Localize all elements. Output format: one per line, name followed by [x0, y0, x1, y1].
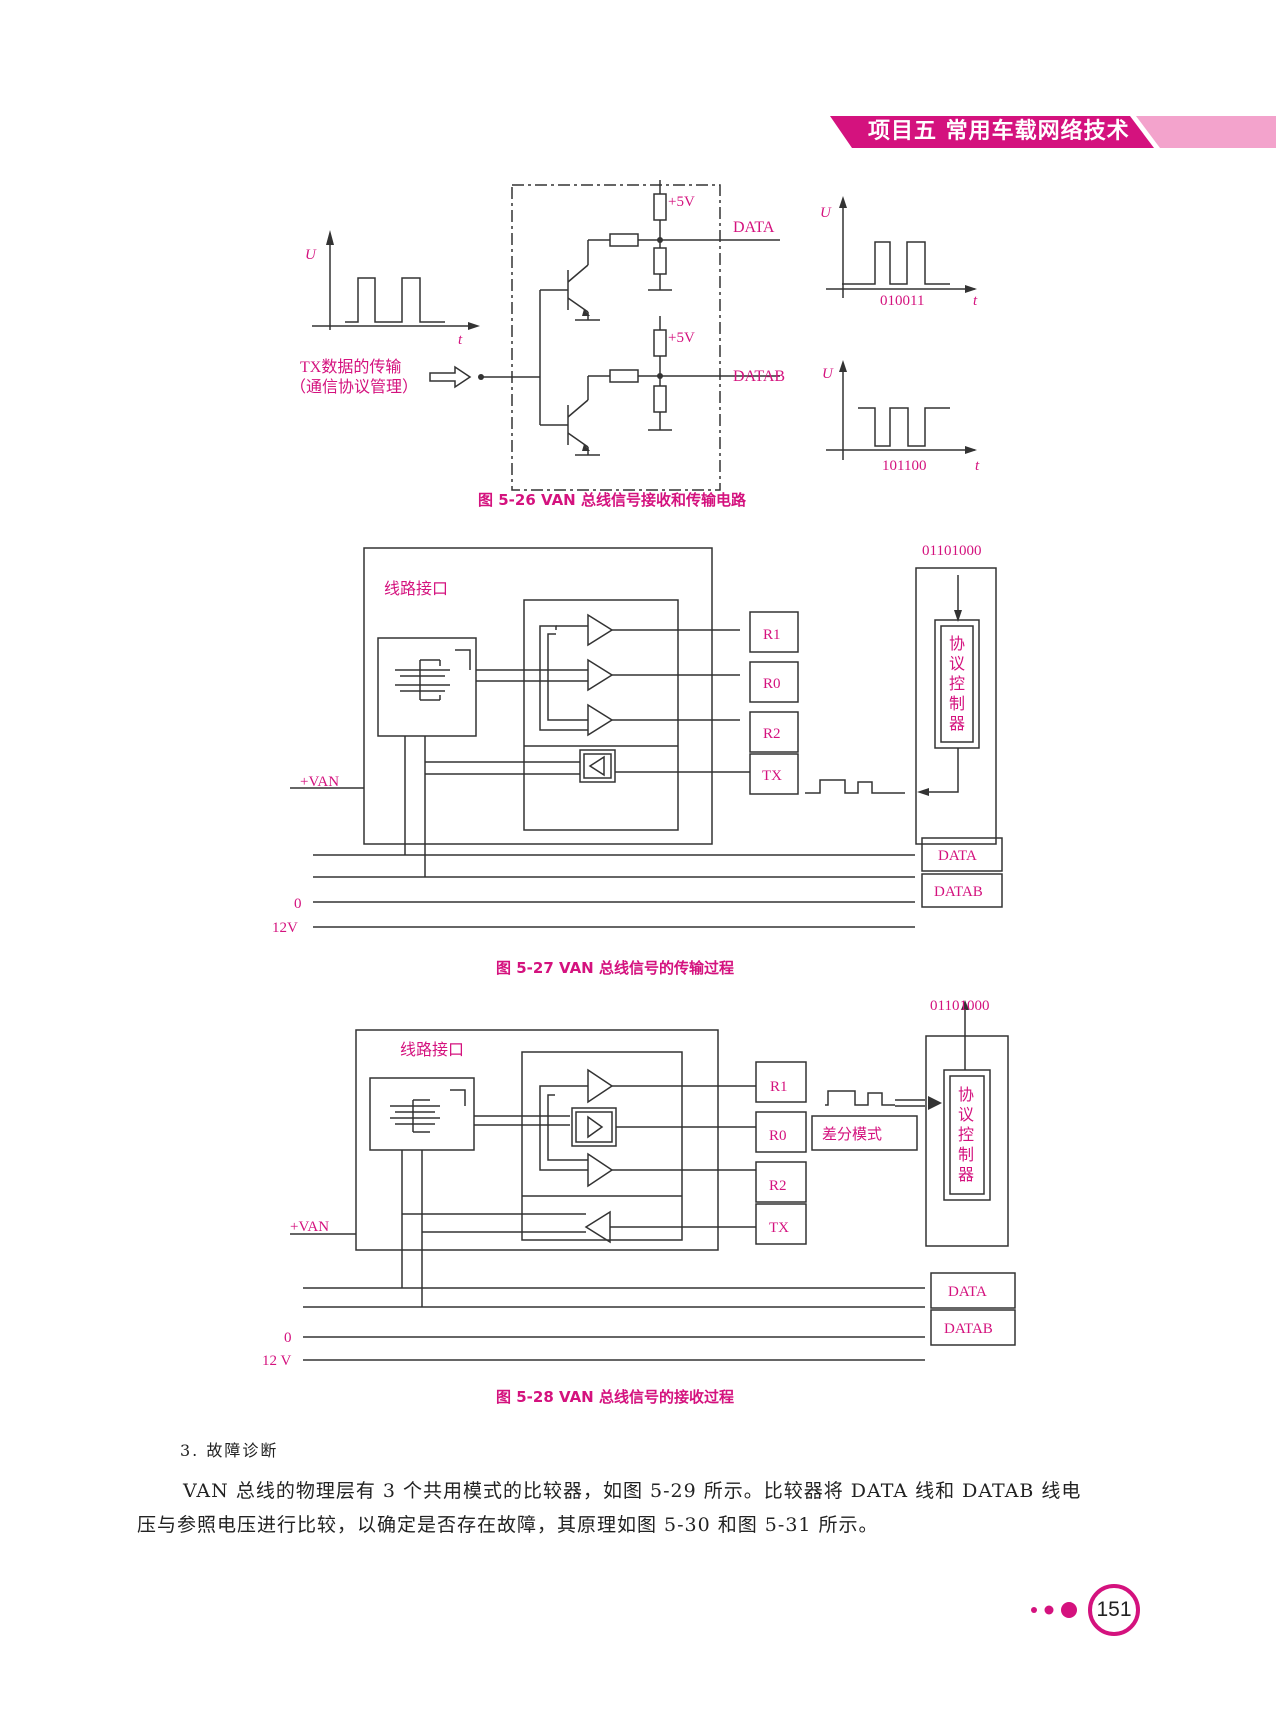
datab-label: DATAB [934, 884, 983, 900]
controller-char: 器 [958, 1166, 974, 1184]
t-label: t [975, 458, 980, 474]
r1-label: R1 [763, 627, 781, 643]
input-label-1: TX数据的传输 [300, 358, 401, 376]
header-shape [830, 116, 1276, 148]
line-interface-label: 线路接口 [384, 580, 448, 598]
controller-char: 协 [949, 635, 965, 653]
data-label: DATA [938, 848, 977, 864]
controller-char: 器 [949, 715, 965, 733]
data-label: DATA [733, 219, 775, 236]
datab-label: DATAB [944, 1321, 993, 1337]
figure-caption: 图 5-26 VAN 总线信号接收和传输电路 [478, 491, 747, 509]
zero-label: 0 [284, 1330, 292, 1346]
controller-char: 控 [958, 1126, 974, 1144]
bits-label: 01101000 [922, 543, 981, 559]
controller-char: 制 [949, 695, 965, 713]
diff-mode-label: 差分模式 [822, 1126, 882, 1143]
12v-label: 12 V [262, 1353, 291, 1369]
body-line-2: 压与参照电压进行比较，以确定是否存在故障，其原理如图 5-30 和图 5-31 … [137, 1514, 879, 1536]
zero-label: 0 [294, 896, 302, 912]
body-line-1: VAN 总线的物理层有 3 个共用模式的比较器，如图 5-29 所示。比较器将 … [183, 1480, 1082, 1502]
controller-char: 控 [949, 675, 965, 693]
chapter-title: 项目五 常用车载网络技术 [868, 119, 1130, 144]
figure-caption: 图 5-27 VAN 总线信号的传输过程 [496, 959, 734, 977]
plus-5v-label: +5V [668, 330, 695, 346]
data-label: DATA [948, 1284, 987, 1300]
figure-caption: 图 5-28 VAN 总线信号的接收过程 [496, 1388, 734, 1406]
bits-datab: 101100 [882, 458, 926, 474]
figure-5-28: 线路接口 R1 R0 R2 TX 差分模式 +VAN 01101000 协 议 … [262, 998, 1016, 1406]
figure-5-26: U t TX数据的传输 （通信协议管理） +5V +5V DATA DATAB … [290, 180, 980, 509]
controller-char: 制 [958, 1146, 974, 1164]
u-label: U [822, 366, 834, 382]
r0-label: R0 [763, 676, 781, 692]
plus-van-label: +VAN [290, 1219, 329, 1235]
datab-label: DATAB [733, 368, 785, 385]
bits-data: 010011 [880, 293, 924, 309]
tx-label: TX [762, 768, 782, 784]
page-number-decoration [1031, 1584, 1140, 1636]
tx-label: TX [769, 1220, 789, 1236]
t-label: t [458, 332, 463, 348]
r2-label: R2 [769, 1178, 787, 1194]
u-label: U [820, 205, 832, 221]
r0-label: R0 [769, 1128, 787, 1144]
controller-char: 议 [949, 655, 965, 673]
chapter-header: 项目五 常用车载网络技术 [830, 116, 1276, 148]
u-label: U [305, 247, 317, 263]
input-label-2: （通信协议管理） [290, 378, 418, 396]
controller-char: 协 [958, 1086, 974, 1104]
line-interface-label: 线路接口 [400, 1041, 464, 1059]
section-title: 3. 故障诊断 [180, 1441, 279, 1460]
page-number: 151 [1096, 1598, 1132, 1621]
12v-label: 12V [272, 920, 298, 936]
t-label: t [973, 293, 978, 309]
bits-label: 01101000 [930, 998, 989, 1014]
r1-label: R1 [770, 1079, 788, 1095]
r2-label: R2 [763, 726, 781, 742]
figure-5-27: 线路接口 R1 R0 R2 TX +VAN 01101000 协 议 控 制 器… [272, 543, 1003, 977]
plus-5v-label: +5V [668, 194, 695, 210]
controller-char: 议 [958, 1106, 974, 1124]
plus-van-label: +VAN [300, 774, 339, 790]
